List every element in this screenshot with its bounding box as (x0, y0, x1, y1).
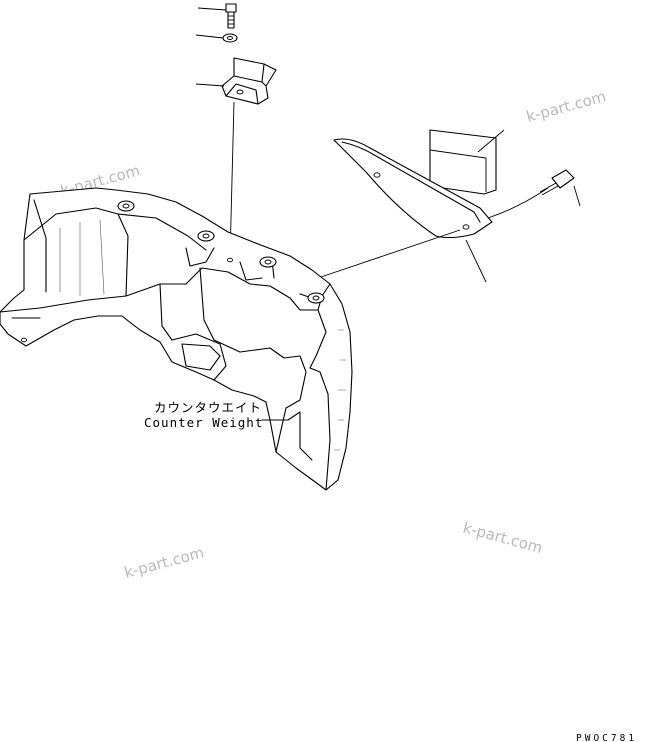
counterweight-label-jp: カウンタウエイト (154, 400, 262, 415)
counterweight-label-en: Counter Weight (144, 415, 263, 430)
watermark-top-right: k-part.com (524, 87, 608, 126)
washer-leader (195, 34, 224, 39)
bracket-part (221, 57, 277, 105)
counterweight-body (0, 187, 353, 491)
cover-leader (465, 239, 487, 283)
assembly-line-cover-bolt (487, 187, 549, 219)
bolt-part (225, 3, 237, 29)
cover-bolt-leader (573, 185, 581, 207)
washer-part (222, 33, 238, 43)
cover-part (333, 138, 493, 239)
watermark-bottom-left: k-part.com (122, 543, 206, 582)
plate-leader (477, 129, 505, 153)
drawing-code: PWOC781 (576, 733, 637, 742)
boss-holes (21, 200, 325, 343)
bracket-leader (195, 83, 225, 87)
assembly-line-cover (317, 229, 461, 279)
cover-bolt-part (539, 169, 575, 196)
plate-part (429, 129, 497, 195)
assembly-line-bracket (229, 101, 235, 259)
bolt-leader (197, 7, 227, 11)
watermark-bottom-right: k-part.com (461, 518, 545, 557)
